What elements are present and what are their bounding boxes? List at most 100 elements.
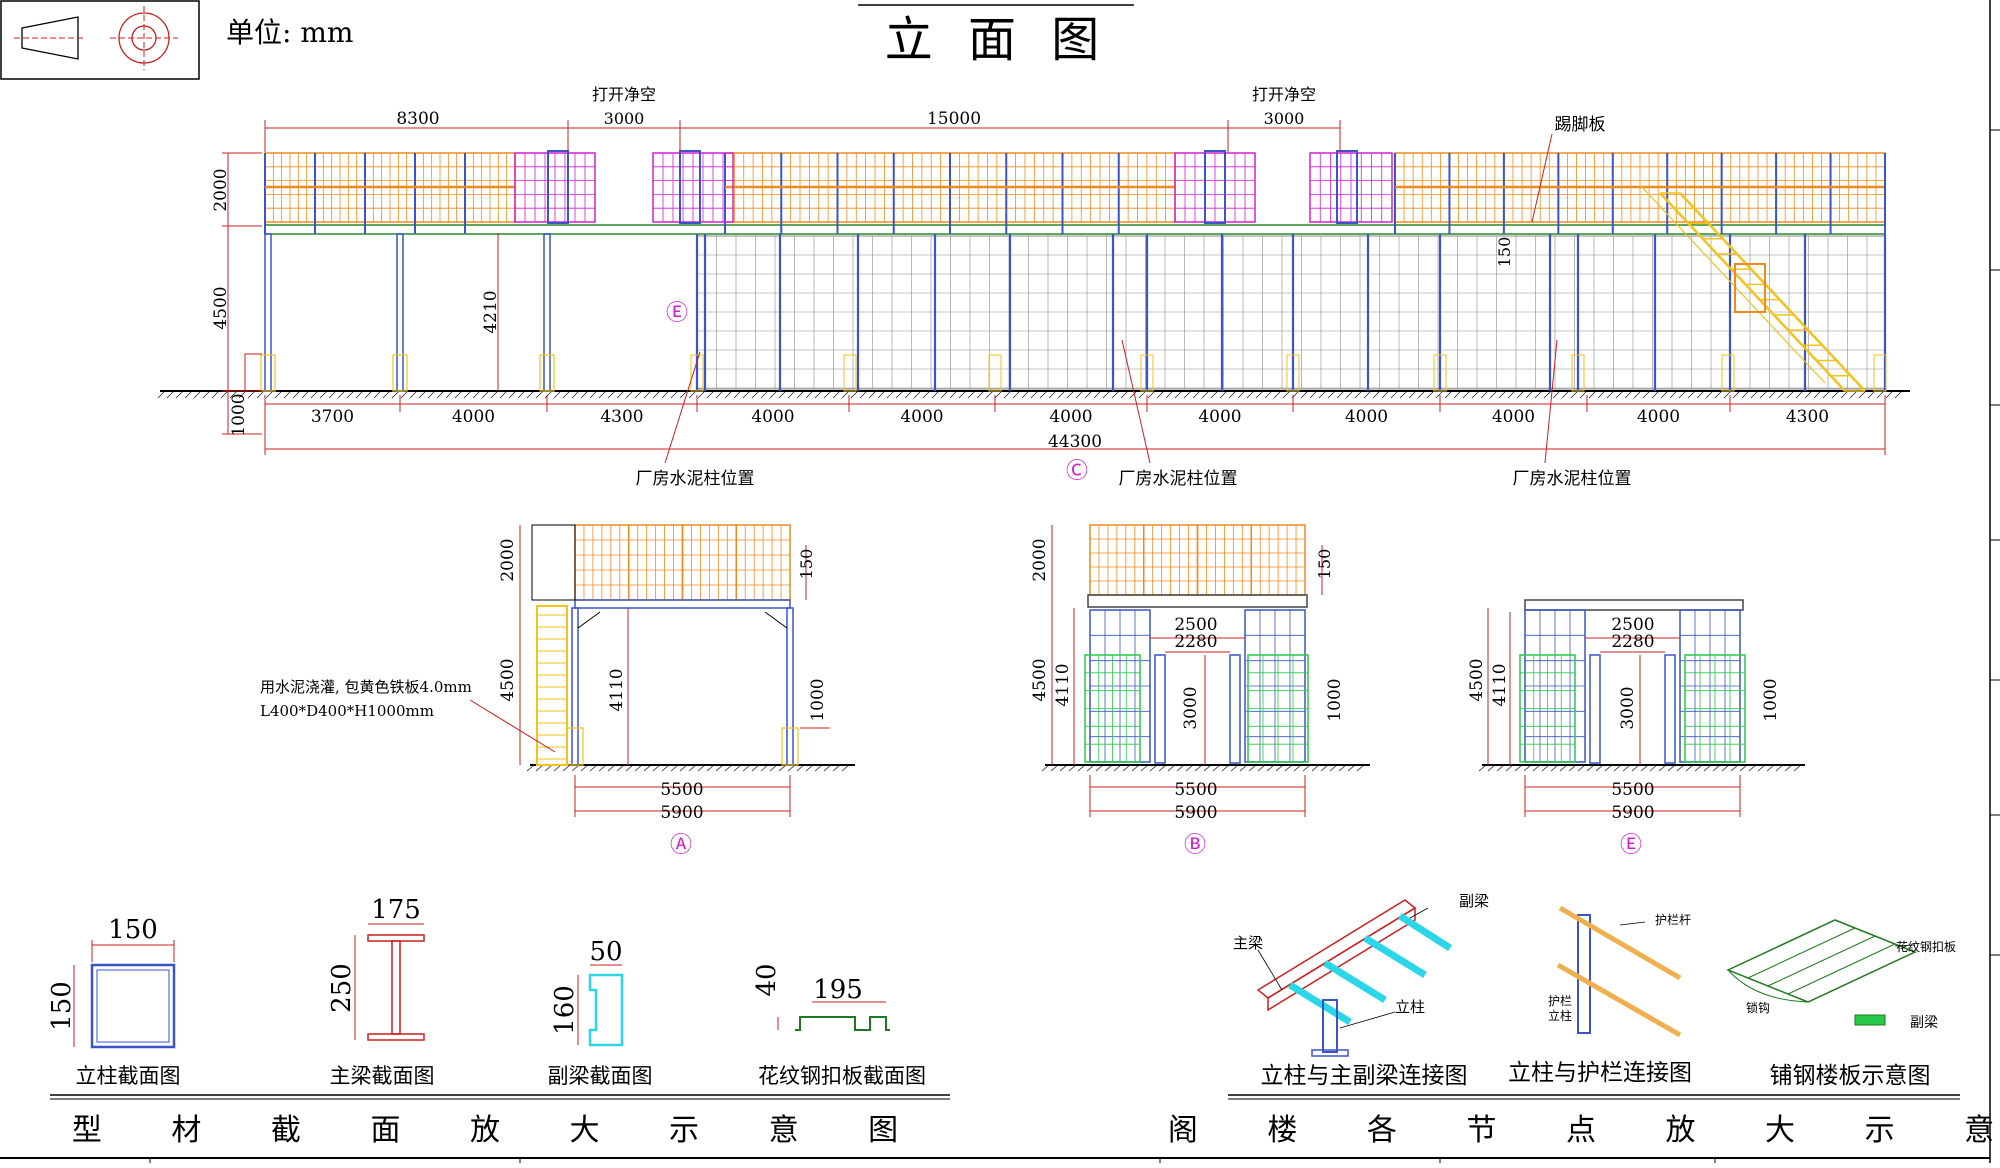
section-a-axis: Ⓐ (670, 833, 692, 858)
column-dim-depth: 150 (47, 981, 77, 1031)
title-strip (0, 1157, 1990, 1163)
support-post (396, 233, 404, 392)
post-footing (260, 354, 276, 392)
post-footing (1286, 354, 1300, 392)
sec-a-dim-rail: 2000 (498, 538, 518, 581)
sec-a-dim-post: 150 (797, 549, 816, 580)
dim-post-size: 150 (1495, 237, 1514, 268)
sec-e-dim-clearwidth: 2280 (1611, 632, 1654, 652)
dim-top-1: 8300 (396, 109, 439, 129)
staircase (1639, 184, 1866, 392)
bay-dim-2: 4000 (452, 407, 495, 427)
checker-plate-dim-width: 195 (813, 975, 863, 1005)
stair-door (1734, 263, 1766, 313)
dim-top-2: 3000 (604, 109, 645, 128)
projection-symbol-box (0, 0, 200, 80)
dim-footing: 1000 (229, 393, 249, 436)
plate-tag-hook: 锁钩 (1746, 1000, 1770, 1015)
post-footing (392, 354, 408, 392)
column-label-2: 厂房水泥柱位置 (1119, 469, 1238, 489)
secondary-beam-profile: 50 160 副梁截面图 (548, 937, 653, 1088)
section-b-dims: 2000 4500 4110 150 2500 2280 3000 1000 5… (1030, 538, 1345, 858)
secondary-beam-profile-label: 副梁截面图 (548, 1064, 653, 1088)
dim-platform-height: 4500 (211, 286, 231, 329)
right-border (1989, 0, 2000, 1163)
beam-tag-column: 立柱 (1395, 998, 1425, 1016)
guard-railings (264, 152, 1886, 234)
beam-tag-main: 主梁 (1233, 934, 1263, 952)
gap-label-2: 打开净空 (1252, 85, 1316, 104)
profile-sections: 150 150 立柱截面图 175 250 主梁截面图 50 160 副梁截面图 (47, 895, 950, 1148)
section-a-note-2: L400*D400*H1000mm (260, 702, 434, 720)
support-post (264, 233, 272, 392)
dim-rail-height: 2000 (211, 168, 231, 211)
post-footing (690, 354, 704, 392)
bay-dim-5: 4000 (900, 407, 943, 427)
plate-tag-beam: 副梁 (1910, 1015, 1938, 1031)
sec-a-dim-clear: 4110 (607, 668, 627, 711)
sec-a-dim-height: 4500 (498, 658, 518, 701)
sec-b-dim-post: 150 (1315, 549, 1334, 580)
support-posts (260, 233, 1887, 392)
sec-a-post (571, 607, 579, 766)
bay-dim-3: 4300 (600, 407, 643, 427)
post-footing (539, 354, 555, 392)
axis-c-marker: Ⓒ (1066, 459, 1088, 484)
front-elevation: 2000 4500 1000 4210 150 8300 3000 15000 … (157, 85, 1910, 489)
bay-dim-8: 4000 (1345, 407, 1388, 427)
lift-gates (514, 150, 1393, 224)
post-footing (988, 354, 1002, 392)
sec-a-end-panel (531, 524, 576, 601)
kickboard-leader (1531, 133, 1553, 223)
sec-b-dim-total: 5900 (1174, 803, 1217, 823)
sec-e-dim-doorheight: 3000 (1618, 686, 1638, 729)
plate-tag-checker: 花纹钢扣板 (1896, 939, 1956, 954)
axis-e-marker: Ⓔ (666, 301, 688, 326)
unit-label: 单位: mm (226, 16, 353, 49)
main-beam-profile-label: 主梁截面图 (330, 1064, 435, 1088)
sec-b-dim-height: 4500 (1030, 658, 1050, 701)
sec-b-dim-width: 5500 (1174, 780, 1217, 800)
first-angle-projection-icon (14, 6, 178, 70)
sec-e-dim-height: 4500 (1467, 658, 1487, 701)
ground-hatch (157, 390, 1903, 399)
post-footing (1721, 354, 1735, 392)
section-e-axis: Ⓔ (1620, 833, 1642, 858)
section-e-dims: 4500 4110 2500 2280 3000 1000 5500 5900 … (1467, 615, 1781, 858)
shelving-grid (695, 234, 1887, 391)
bay-dim-7: 4000 (1198, 407, 1241, 427)
railing-connection-detail: 护栏杆 护栏 立柱 立柱与护栏连接图 (1508, 905, 1692, 1086)
post-footing (1140, 354, 1154, 392)
sec-b-dim-rail: 2000 (1030, 538, 1050, 581)
secondary-beam-dim-width: 50 (589, 937, 622, 967)
bay-dim-4: 4000 (751, 407, 794, 427)
post-footing (1571, 354, 1585, 392)
floor-plate-label: 铺钢楼板示意图 (1770, 1063, 1931, 1089)
dim-top-3: 15000 (927, 109, 981, 129)
profiles-caption: 型 材 截 面 放 大 示 意 图 (72, 1113, 928, 1148)
checker-plate-dim-height: 40 (752, 963, 782, 996)
railing-tag-guard: 护栏 (1548, 993, 1572, 1008)
sec-b-deck (1087, 594, 1308, 608)
total-dim: 44300 (1048, 432, 1102, 452)
dim-clear-height: 4210 (481, 290, 501, 333)
bay-dim-1: 3700 (311, 407, 354, 427)
sec-e-dim-opening: 2500 (1611, 615, 1654, 635)
sec-b-dim-clearwidth: 2280 (1174, 632, 1217, 652)
gap-label-1: 打开净空 (592, 85, 656, 104)
bay-dim-11: 4300 (1786, 407, 1829, 427)
beam-connection-detail: 主梁 副梁 立柱 立柱与主副梁连接图 (1233, 892, 1489, 1089)
support-post (543, 233, 551, 392)
checker-plate-profile-label: 花纹钢扣板截面图 (758, 1064, 926, 1088)
post-footing (1873, 354, 1887, 392)
column-profile-label: 立柱截面图 (76, 1064, 181, 1088)
sec-a-ladder (536, 605, 568, 766)
column-label-1: 厂房水泥柱位置 (636, 469, 755, 489)
section-b-axis: Ⓑ (1184, 833, 1206, 858)
sec-a-dim-total: 5900 (660, 803, 703, 823)
nodes-caption: 阁 楼 各 节 点 放 大 示 意 (1168, 1113, 2000, 1148)
section-a-note-leader (469, 699, 556, 753)
